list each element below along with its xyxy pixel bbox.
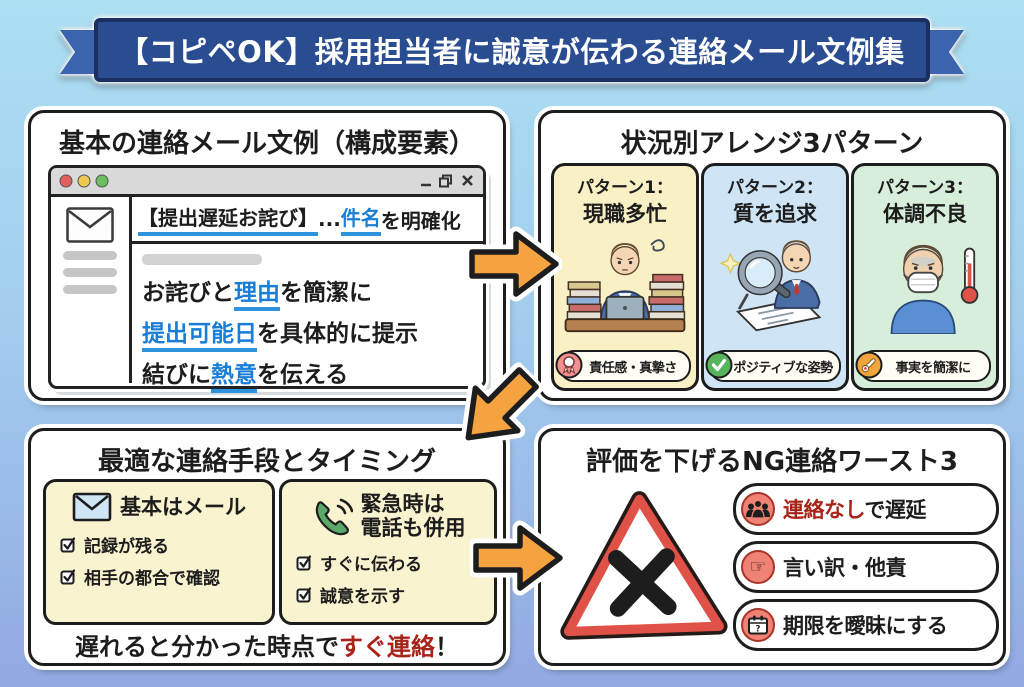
sidebar-placeholder-bar — [63, 285, 117, 294]
email-window-titlebar — [51, 168, 483, 197]
ng-item-3: ? 期限を曖昧にする — [733, 599, 999, 651]
ng-3-rest: 期限を曖昧にする — [783, 614, 948, 638]
contact-card-email: 基本はメール 記録が残る 相手の都合で確認 — [43, 479, 275, 625]
phone-icon — [315, 498, 353, 536]
banner-bar: 【コピペOK】採用担当者に誠意が伝わる連絡メール文例集 — [94, 18, 930, 82]
email-subject-line: 【提出遅延お詫び】...件名を明確化 — [132, 197, 483, 244]
email-body-line: 提出可能日を具体的に提示 — [142, 314, 473, 352]
pattern-3-tag-label: 事実を簡潔に — [895, 360, 971, 376]
contact-card-phone: 緊急時は 電話も併用 すぐに伝わる 誠意を示す — [279, 479, 497, 625]
sidebar-placeholder-bar — [63, 251, 117, 260]
arrow-right-top-icon — [466, 226, 562, 302]
ng-1-rest: で遅延 — [864, 498, 926, 522]
pattern-1-tag-label: 責任感・真摯さ — [589, 360, 677, 376]
checkbox-icon — [296, 587, 312, 603]
ng-item-2: ☞ 言い訳・他責 — [733, 541, 999, 593]
checklist-item: 誠意を示す — [296, 582, 494, 607]
x-mark-icon — [608, 548, 677, 617]
arrow-right-bottom-icon — [470, 520, 566, 596]
close-icon — [462, 175, 473, 186]
warning-triangle-icon — [554, 484, 731, 647]
subject-keyword: 件名 — [340, 202, 381, 236]
envelope-icon — [72, 492, 112, 522]
window-controls — [421, 174, 473, 188]
pattern-card-3: パターン3： 体調不良 — [851, 163, 999, 391]
keyword-reason: 理由 — [234, 280, 280, 311]
email-sidebar — [51, 197, 132, 383]
banner-title: 【コピペOK】採用担当者に誠意が伝わる連絡メール文例集 — [119, 35, 905, 69]
email-body-line: 結びに熱意を伝える — [142, 355, 473, 393]
calendar-question-icon: ? — [741, 608, 775, 642]
email-body-line: お詫びと理由を簡潔に — [142, 273, 473, 311]
checklist-item: 記録が残る — [60, 532, 272, 557]
keyword-enthusiasm: 熱意 — [211, 362, 257, 393]
sick-person-illustration — [890, 244, 979, 334]
traffic-light-green-icon — [95, 174, 109, 188]
thermometer-icon — [855, 351, 883, 379]
thermometer-illustration — [960, 247, 979, 304]
pattern-2-label: パターン2： — [727, 178, 823, 198]
busy-worker-illustration — [564, 239, 686, 333]
ng-item-1: 連絡なしで遅延 — [733, 483, 999, 535]
checklist-item: 相手の都合で確認 — [60, 564, 272, 589]
panel-contact-title: 最適な連絡手段とタイミング — [97, 447, 436, 477]
pattern-1-label: パターン1： — [577, 178, 673, 198]
pattern-1-situation: 現職多忙 — [583, 202, 667, 226]
panel-ng-title: 評価を下げるNG連絡ワースト3 — [586, 447, 958, 477]
medal-icon — [555, 351, 583, 379]
ng-2-rest: 言い訳・他責 — [783, 556, 907, 580]
panel-patterns-title: 状況別アレンジ3パターン — [620, 129, 924, 159]
checkbox-icon — [296, 555, 312, 571]
traffic-light-icons — [59, 174, 109, 188]
pattern-2-tag-label: ポジティブな姿勢 — [733, 360, 833, 376]
keyword-submit-date: 提出可能日 — [142, 321, 257, 352]
email-window-mockup: 【提出遅延お詫び】...件名を明確化 お詫びと理由を簡潔に 提出可能日を具体的に… — [48, 165, 486, 393]
panel-ng-worst3: 評価を下げるNG連絡ワースト3 — [538, 428, 1006, 666]
pattern-3-tag: 事実を簡潔に — [855, 350, 991, 382]
svg-text:?: ? — [756, 625, 761, 635]
pattern-1-tag: 責任感・真摯さ — [555, 350, 691, 382]
panel-contact-method: 最適な連絡手段とタイミング 基本はメール 記録が残る — [28, 428, 506, 666]
pointing-finger-icon: ☞ — [741, 550, 775, 584]
pattern-3-label: パターン3： — [877, 178, 973, 198]
pattern-card-2: パターン2： 質を追求 — [701, 163, 849, 391]
panel-basic-email-title: 基本の連絡メール文例（構成要素） — [58, 129, 475, 159]
pattern-2-tag: ポジティブな姿勢 — [705, 350, 841, 382]
envelope-icon — [66, 207, 114, 243]
pattern-2-situation: 質を追求 — [733, 202, 817, 226]
restore-icon — [439, 174, 452, 188]
contact-footer-message: 遅れると分かった時点ですぐ連絡！ — [75, 633, 459, 661]
subject-rest: を明確化 — [380, 208, 461, 233]
sidebar-placeholder-bar — [63, 268, 117, 277]
ng-1-emphasis: 連絡なし — [783, 498, 865, 522]
pattern-3-situation: 体調不良 — [883, 202, 967, 226]
email-body: お詫びと理由を簡潔に 提出可能日を具体的に提示 結びに熱意を伝える — [132, 244, 483, 393]
title-ribbon: 【コピペOK】採用担当者に誠意が伝わる連絡メール文例集 — [60, 16, 964, 84]
body-placeholder-bar — [142, 254, 262, 265]
checkbox-icon — [60, 537, 76, 553]
panel-patterns: 状況別アレンジ3パターン パターン1： 現職多忙 — [538, 110, 1006, 401]
subject-underlined-part: 【提出遅延お詫び】 — [138, 202, 318, 236]
subject-dots: ... — [318, 207, 341, 231]
checklist-item: すぐに伝わる — [296, 550, 494, 575]
panel-basic-email: 基本の連絡メール文例（構成要素） — [28, 110, 506, 401]
urgent-emphasis: すぐ連絡 — [339, 633, 435, 661]
contact-phone-heading: 緊急時は 電話も併用 — [360, 492, 466, 540]
people-icon — [741, 492, 775, 526]
check-icon — [705, 351, 733, 379]
magnifier-illustration — [719, 240, 822, 332]
contact-email-heading: 基本はメール — [120, 495, 246, 519]
traffic-light-red-icon — [59, 174, 73, 188]
pattern-card-1: パターン1： 現職多忙 — [551, 163, 699, 391]
checkbox-icon — [60, 569, 76, 585]
traffic-light-yellow-icon — [77, 174, 91, 188]
arrow-down-left-icon — [460, 362, 544, 446]
